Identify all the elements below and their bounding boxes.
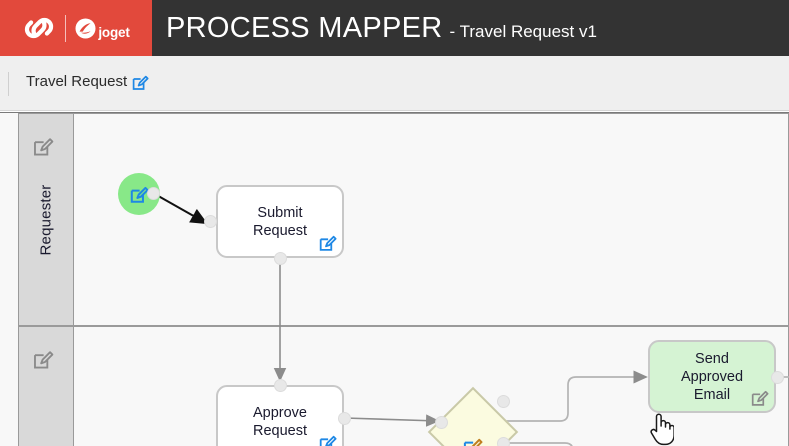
port-approve-right[interactable] bbox=[338, 412, 351, 425]
node-submit-request[interactable]: Submit Request bbox=[216, 185, 344, 258]
joget-logo[interactable]: joget bbox=[75, 18, 130, 40]
brand-block[interactable]: joget bbox=[0, 0, 152, 56]
port-gateway-top-right[interactable] bbox=[497, 395, 510, 408]
node-approve-request[interactable]: Approve Request bbox=[216, 385, 344, 446]
port-gateway-bottom-right[interactable] bbox=[497, 437, 510, 446]
port-gateway-left[interactable] bbox=[435, 416, 448, 429]
page-subtitle: - Travel Request v1 bbox=[449, 22, 597, 41]
lane-requester-label: Requester bbox=[37, 183, 55, 256]
lane-second-header[interactable] bbox=[19, 327, 74, 446]
lane-requester[interactable]: Requester bbox=[18, 113, 789, 326]
node-send-approved-email[interactable]: Send Approved Email bbox=[648, 340, 776, 413]
breadcrumb[interactable]: Travel Request bbox=[26, 73, 149, 91]
edit-pencil-icon[interactable] bbox=[751, 389, 769, 407]
port-approve-top[interactable] bbox=[274, 379, 287, 392]
joget-wordmark: joget bbox=[98, 24, 130, 40]
breadcrumb-left-rule bbox=[8, 72, 9, 96]
lane-requester-body[interactable] bbox=[74, 114, 788, 325]
port-submit-bottom[interactable] bbox=[274, 252, 287, 265]
port-start-right[interactable] bbox=[147, 187, 160, 200]
edit-pencil-icon[interactable] bbox=[130, 185, 149, 204]
node-send-approved-email-label: Send Approved Email bbox=[680, 350, 744, 403]
link-chain-icon bbox=[25, 17, 54, 39]
edit-pencil-icon[interactable] bbox=[319, 434, 337, 446]
edit-pencil-icon[interactable] bbox=[463, 437, 483, 446]
edit-pencil-icon[interactable] bbox=[33, 349, 54, 370]
port-email-right[interactable] bbox=[771, 371, 784, 384]
node-submit-request-label: Submit Request bbox=[252, 204, 307, 239]
port-submit-left[interactable] bbox=[204, 215, 217, 228]
process-canvas[interactable]: Requester bbox=[0, 112, 789, 446]
edit-pencil-icon[interactable] bbox=[132, 74, 149, 91]
edit-pencil-icon[interactable] bbox=[319, 234, 337, 252]
header-title-group: PROCESS MAPPER - Travel Request v1 bbox=[152, 13, 597, 43]
edit-pencil-icon[interactable] bbox=[33, 136, 54, 157]
node-approve-request-label: Approve Request bbox=[252, 404, 307, 439]
breadcrumb-label: Travel Request bbox=[26, 73, 128, 90]
joget-circle-logo bbox=[75, 18, 96, 38]
lane-requester-header[interactable]: Requester bbox=[19, 114, 74, 325]
brand-divider bbox=[65, 14, 67, 42]
breadcrumb-bar: Travel Request bbox=[0, 56, 789, 111]
page-title: PROCESS MAPPER bbox=[166, 12, 443, 44]
app-header: joget PROCESS MAPPER - Travel Request v1 bbox=[0, 0, 789, 56]
